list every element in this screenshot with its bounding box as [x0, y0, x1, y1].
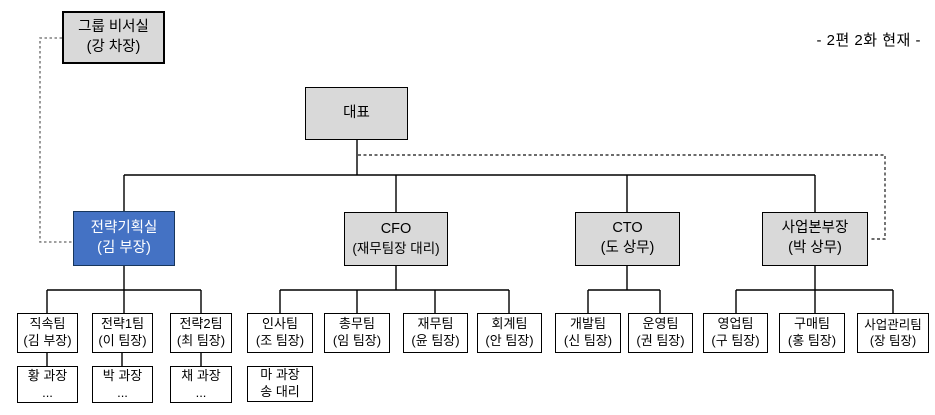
solid-connectors — [46, 140, 894, 366]
node-subtitle: (최 팀장) — [176, 333, 226, 348]
node-title: 재무팀 — [417, 316, 454, 332]
dotted-connector-secretary — [39, 37, 72, 243]
node-title: 그룹 비서실 — [78, 18, 149, 35]
node-direct-team: 직속팀 (김 부장) — [17, 313, 78, 353]
node-subtitle: (장 팀장) — [869, 334, 917, 348]
node-subtitle: ... — [195, 384, 207, 400]
node-title: 영업팀 — [717, 316, 754, 332]
node-title: 회계팀 — [491, 316, 528, 332]
node-strategy2-team: 전략2팀 (최 팀장) — [170, 313, 232, 353]
node-subtitle: (강 차장) — [86, 38, 141, 55]
node-sales-team: 영업팀 (구 팀장) — [703, 313, 768, 353]
node-title: 개발팀 — [570, 316, 606, 332]
node-finance-team: 재무팀 (윤 팀장) — [403, 313, 468, 353]
node-strategy-office: 전략기획실 (김 부장) — [73, 211, 175, 266]
node-hr-team: 인사팀 (조 팀장) — [247, 313, 313, 353]
node-title: 직속팀 — [29, 316, 66, 332]
node-subtitle: 송 대리 — [260, 384, 300, 399]
node-title: 박 과장 — [102, 367, 143, 383]
dotted-connector-bizhead — [358, 154, 886, 240]
node-title: CFO — [380, 221, 412, 238]
node-title: 전략1팀 — [100, 316, 145, 332]
node-subtitle: (박 상무) — [788, 240, 842, 256]
node-members-ma-song: 마 과장 송 대리 — [247, 366, 313, 402]
node-subtitle: (김 부장) — [97, 239, 151, 256]
node-subtitle: (윤 팀장) — [411, 333, 460, 348]
node-subtitle: (재무팀장 대리) — [352, 240, 440, 256]
node-subtitle: (홍 팀장) — [787, 333, 837, 348]
node-cto: CTO (도 상무) — [575, 212, 680, 266]
node-subtitle: (도 상무) — [600, 240, 655, 256]
node-title: 전략2팀 — [179, 316, 223, 332]
node-business-mgmt-team: 사업관리팀 (장 팀장) — [857, 313, 929, 353]
node-title: 인사팀 — [262, 316, 298, 332]
node-business-head: 사업본부장 (박 상무) — [762, 212, 868, 266]
node-title: 채 과장 — [181, 367, 221, 383]
node-title: 운영팀 — [642, 316, 679, 332]
node-title: 구매팀 — [794, 316, 830, 332]
node-ops-team: 운영팀 (권 팀장) — [628, 313, 693, 353]
node-member-hwang: 황 과장 ... — [17, 366, 78, 403]
node-subtitle: ... — [117, 384, 128, 400]
node-cfo: CFO (재무팀장 대리) — [344, 212, 448, 266]
node-purchasing-team: 구매팀 (홍 팀장) — [779, 313, 845, 353]
node-title: 전략기획실 — [90, 219, 158, 236]
node-subtitle: (조 팀장) — [255, 333, 305, 348]
node-ceo: 대표 — [305, 87, 408, 140]
node-title: 황 과장 — [27, 367, 68, 383]
node-subtitle: (이 팀장) — [98, 333, 147, 348]
node-subtitle: ... — [42, 384, 53, 400]
episode-annotation: - 2편 2화 현재 - — [816, 32, 921, 49]
node-title: 사업관리팀 — [864, 317, 922, 332]
node-subtitle: (구 팀장) — [711, 333, 760, 348]
node-general-affairs-team: 총무팀 (임 팀장) — [324, 313, 390, 353]
node-subtitle: (김 부장) — [23, 333, 72, 348]
node-member-chae: 채 과장 ... — [170, 366, 232, 403]
node-title: 대표 — [343, 104, 370, 121]
node-dev-team: 개발팀 (신 팀장) — [555, 313, 621, 353]
node-title: 마 과장 — [260, 367, 300, 383]
node-subtitle: (신 팀장) — [563, 333, 613, 348]
node-member-park: 박 과장 ... — [92, 366, 153, 403]
node-subtitle: (안 팀장) — [485, 333, 534, 348]
node-subtitle: (임 팀장) — [332, 333, 382, 348]
node-group-secretary: 그룹 비서실 (강 차장) — [62, 11, 165, 64]
node-strategy1-team: 전략1팀 (이 팀장) — [92, 313, 153, 353]
node-title: 총무팀 — [339, 316, 375, 332]
node-title: 사업본부장 — [781, 220, 849, 237]
node-subtitle: (권 팀장) — [636, 333, 685, 348]
node-accounting-team: 회계팀 (안 팀장) — [477, 313, 542, 353]
node-title: CTO — [612, 220, 643, 237]
